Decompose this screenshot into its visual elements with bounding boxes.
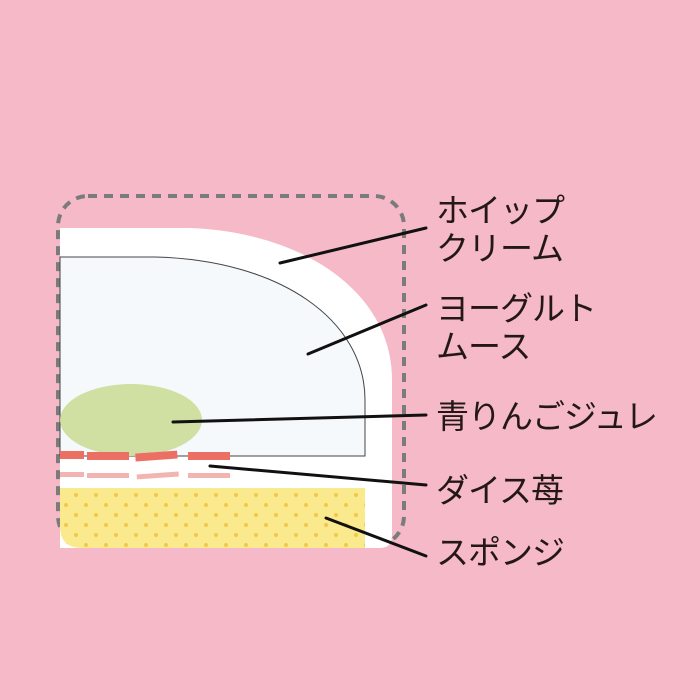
- label-yogurt-mousse-line1: ヨーグルト: [436, 289, 597, 328]
- sponge-dots: [60, 488, 365, 548]
- label-yogurt-mousse-line2: ムース: [436, 327, 531, 366]
- label-whip-cream-line2: クリーム: [436, 229, 564, 268]
- label-whip-cream: ホイップ クリーム: [436, 191, 565, 268]
- leader-diced-strawberry: [208, 464, 428, 487]
- leader-whip-cream: [278, 226, 428, 265]
- label-yogurt-mousse: ヨーグルト ムース: [436, 289, 597, 366]
- label-apple-jelly: 青りんごジュレ: [436, 397, 658, 436]
- label-diced-strawberry: ダイス苺: [436, 471, 564, 510]
- apple-jelly: [60, 384, 202, 456]
- leader-lines: [171, 226, 428, 558]
- leader-yogurt-mousse: [306, 303, 428, 356]
- diced-strawberries: [60, 450, 230, 480]
- label-whip-cream-line1: ホイップ: [436, 191, 565, 230]
- leader-apple-jelly: [171, 413, 428, 424]
- leader-sponge: [324, 516, 428, 558]
- label-sponge: スポンジ: [436, 533, 565, 572]
